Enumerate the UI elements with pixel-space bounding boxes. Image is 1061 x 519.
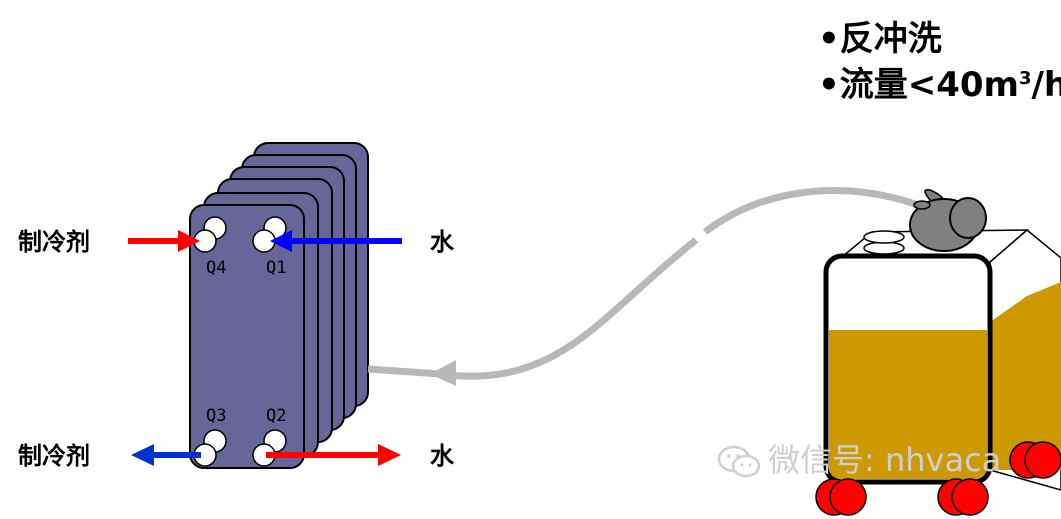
cleaning-tank (815, 188, 1061, 516)
watermark-text: 微信号: nhvaca (768, 441, 1002, 479)
refrigerant-out-arrow-head (131, 444, 154, 466)
label-refrigerant-in: 制冷剂 (18, 228, 90, 256)
wheel (829, 478, 867, 516)
label-water-out: 水 (430, 442, 454, 470)
tank-liquid (829, 330, 987, 479)
note-flow-rate-prefix: •流量<40m (818, 65, 1019, 105)
port-label-q1: Q1 (266, 258, 287, 278)
port-label-q4: Q4 (206, 258, 227, 278)
label-water-in: 水 (430, 228, 454, 256)
flow-arrows (128, 230, 402, 466)
plate-heat-exchanger (189, 142, 369, 469)
tank-opening-back (863, 230, 905, 244)
wheel (1024, 441, 1061, 479)
refrigerant-in-arrow-head (178, 230, 200, 252)
backflush-hose (367, 187, 920, 386)
water-out-arrow-head (378, 444, 401, 466)
label-refrigerant-out: 制冷剂 (18, 442, 90, 470)
port-label-q2: Q2 (266, 406, 287, 426)
water-in-arrow-head (270, 230, 292, 252)
hose-arrow-head (430, 360, 456, 386)
pump (909, 188, 987, 252)
wheel (951, 478, 989, 516)
note-flow-rate-suffix: /h (1031, 65, 1061, 105)
tank-opening-front (863, 241, 905, 255)
plate-1 (189, 204, 305, 469)
wheels (815, 441, 1061, 516)
note-flow-rate-sup: 3 (1018, 68, 1032, 89)
note-backflush: •反冲洗 (818, 19, 942, 59)
note-flow-rate: •流量<40m3/h (818, 68, 1061, 102)
tank-side-liquid (990, 282, 1061, 470)
port-label-q3: Q3 (206, 406, 227, 426)
watermark: 微信号: nhvaca (716, 444, 1001, 480)
wechat-icon (717, 445, 761, 478)
